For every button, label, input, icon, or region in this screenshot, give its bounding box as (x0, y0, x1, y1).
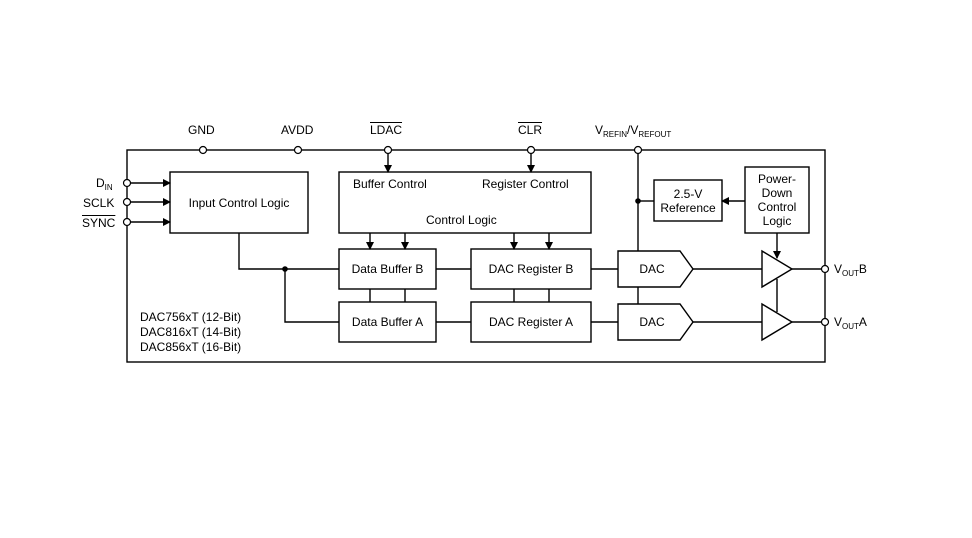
control-logic-block (338, 171, 592, 234)
control-logic-text: Control Logic (426, 213, 497, 227)
clr-pin (526, 145, 536, 155)
clr-label: CLR (518, 123, 543, 137)
dac-a-shape (617, 303, 694, 341)
reference-text: 2.5-V Reference (660, 186, 716, 215)
din-label: DIN (96, 176, 113, 192)
variant-12bit: DAC756xT (12-Bit) (140, 310, 242, 324)
gnd-label: GND (188, 123, 215, 137)
avdd-pin (293, 145, 303, 155)
variant-16bit: DAC856xT (16-Bit) (140, 340, 242, 354)
input-control-logic-text: Input Control Logic (188, 195, 290, 210)
buffer-control-text: Buffer Control (353, 177, 427, 191)
data-buffer-a-text: Data Buffer A (351, 315, 424, 329)
variant-14bit: DAC816xT (14-Bit) (140, 325, 242, 339)
sclk-label: SCLK (83, 196, 115, 210)
sclk-pin (122, 197, 132, 207)
data-buffer-b-text: Data Buffer B (351, 262, 424, 276)
sync-pin (122, 217, 132, 227)
dac-register-a-text: DAC Register A (488, 315, 574, 329)
dac-register-b-text: DAC Register B (488, 262, 574, 276)
avdd-label: AVDD (281, 123, 314, 137)
dac-b-shape (617, 250, 694, 288)
ldac-label: LDAC (370, 123, 403, 137)
dac-b-text: DAC (639, 262, 665, 276)
register-control-text: Register Control (482, 177, 569, 191)
gnd-pin (198, 145, 208, 155)
vouta-pin (820, 317, 830, 327)
ldac-pin (383, 145, 393, 155)
sync-label: SYNC (82, 216, 116, 230)
voutb-pin (820, 264, 830, 274)
vref-label: VREFIN/VREFOUT (595, 123, 672, 139)
chip-outline (126, 149, 826, 363)
vouta-label: VOUTA (834, 315, 867, 331)
voutb-label: VOUTB (834, 262, 867, 278)
din-pin (122, 178, 132, 188)
power-down-text: Power- Down Control Logic (757, 172, 797, 228)
dac-a-text: DAC (639, 315, 665, 329)
vref-pin (633, 145, 643, 155)
